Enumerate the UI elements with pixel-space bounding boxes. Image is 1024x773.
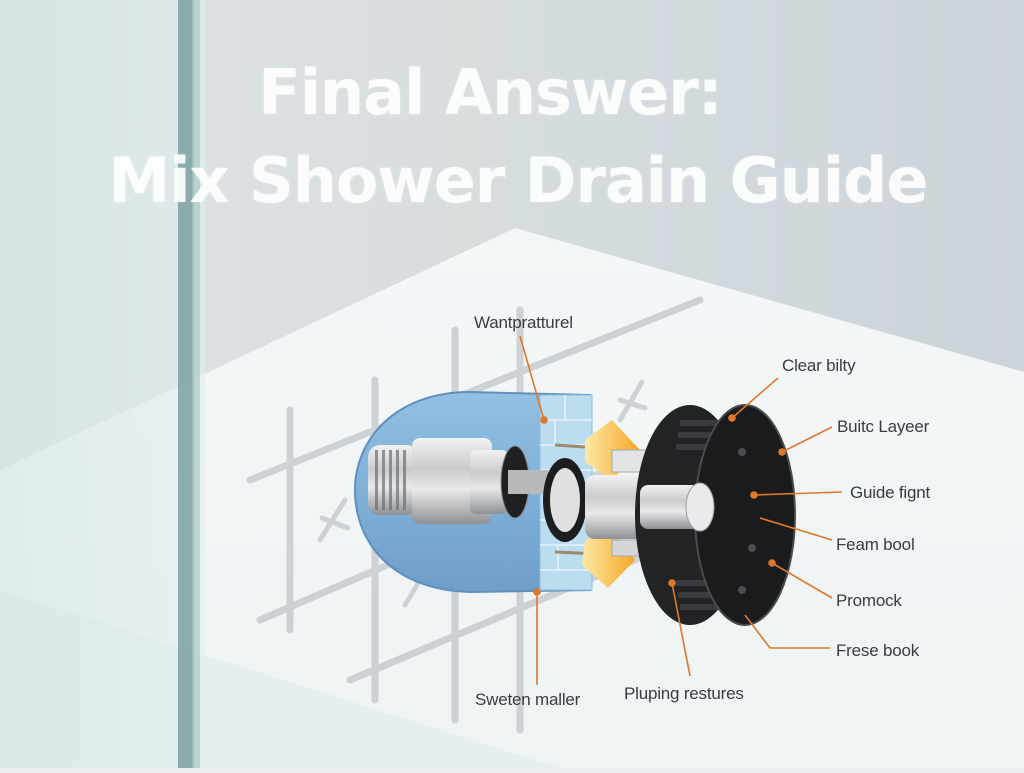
- glass-panel: [0, 0, 205, 768]
- glass-edge: [178, 0, 194, 768]
- callout-wantpratturel: Wantpratturel: [474, 313, 573, 332]
- callout-guide-fignt: Guide fignt: [850, 483, 931, 502]
- callout-feam-bool: Feam bool: [836, 535, 915, 554]
- callout-buitc-layeer: Buitc Layeer: [837, 417, 930, 436]
- callout-lines: [519, 335, 843, 685]
- center-spindle: [640, 485, 700, 529]
- callout-frese-book: Frese book: [836, 641, 920, 660]
- callout-sweten-maller: Sweten maller: [475, 690, 581, 709]
- callout-promock: Promock: [836, 591, 902, 610]
- callout-clear-bilty: Clear bilty: [782, 356, 856, 375]
- callout-pluping-restures: Pluping restures: [624, 684, 744, 703]
- title-line-1: Final Answer:: [258, 56, 722, 129]
- title-line-2: Mix Shower Drain Guide: [108, 144, 929, 217]
